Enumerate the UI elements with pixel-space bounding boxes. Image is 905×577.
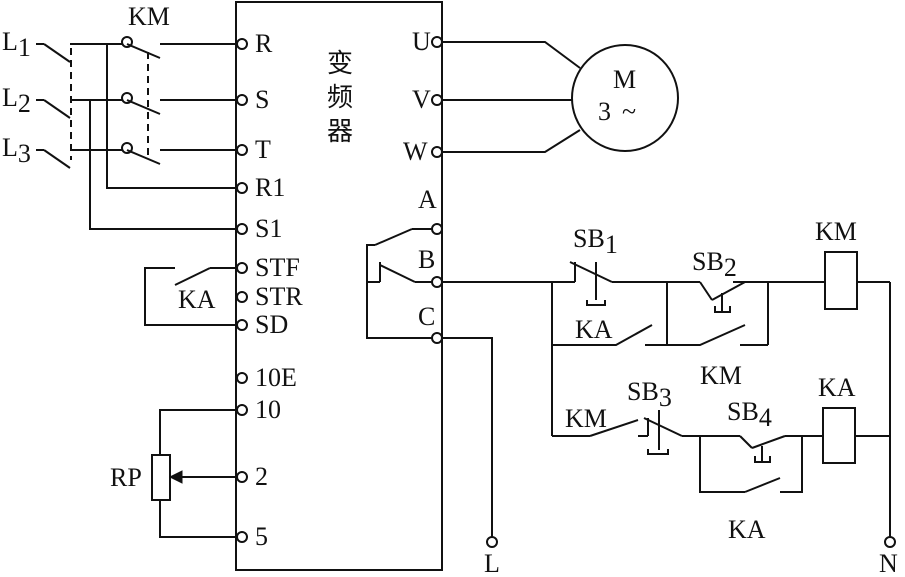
label-KM-mid: KM bbox=[700, 361, 742, 390]
motor-symbol bbox=[571, 44, 679, 152]
label-L1: L1 bbox=[2, 27, 31, 62]
label-STF: STF bbox=[255, 253, 300, 282]
label-R: R bbox=[255, 29, 273, 58]
label-KM-left2: KM bbox=[565, 404, 607, 433]
label-A: A bbox=[418, 185, 437, 214]
motor-label-tilde: ~ bbox=[622, 97, 636, 126]
vfd-title-char-2: 频 bbox=[327, 83, 353, 113]
label-10: 10 bbox=[255, 395, 281, 424]
label-5: 5 bbox=[255, 522, 268, 551]
label-S1: S1 bbox=[255, 214, 282, 243]
wire-to-L bbox=[442, 337, 498, 548]
motor-label-M: M bbox=[613, 65, 636, 94]
label-RP: RP bbox=[110, 463, 142, 492]
label-N-term: N bbox=[879, 549, 898, 577]
label-SB4: SB4 bbox=[727, 397, 772, 432]
label-V: V bbox=[412, 85, 431, 114]
input-phase-lines bbox=[36, 43, 236, 230]
label-KM-coil: KM bbox=[815, 217, 857, 246]
label-L-term: L bbox=[484, 549, 500, 577]
label-KA-bottom: KA bbox=[728, 515, 766, 544]
motor-label-3: 3 bbox=[598, 97, 611, 126]
label-KM-main: KM bbox=[128, 2, 170, 31]
label-T: T bbox=[255, 135, 271, 164]
label-SB1: SB1 bbox=[573, 224, 618, 259]
vfd-title-char-1: 变 bbox=[327, 49, 353, 79]
label-L2: L2 bbox=[2, 83, 31, 118]
rp-potentiometer bbox=[151, 409, 236, 538]
label-SD: SD bbox=[255, 310, 288, 339]
label-W: W bbox=[403, 137, 428, 166]
vfd-title-char-3: 器 bbox=[327, 117, 353, 147]
label-STR: STR bbox=[255, 282, 303, 311]
label-KA-left: KA bbox=[178, 285, 216, 314]
label-SB3: SB3 bbox=[627, 377, 672, 412]
label-SB2: SB2 bbox=[692, 247, 737, 282]
label-S: S bbox=[255, 85, 269, 114]
km-main-contacts bbox=[121, 36, 236, 165]
vfd-left-terminals bbox=[236, 38, 248, 543]
label-B: B bbox=[418, 245, 435, 274]
fault-relay-contacts bbox=[366, 228, 432, 339]
label-10E: 10E bbox=[255, 363, 297, 392]
control-circuit bbox=[442, 251, 896, 548]
label-C: C bbox=[418, 302, 435, 331]
stf-ka-contact bbox=[144, 267, 236, 326]
label-R1: R1 bbox=[255, 173, 285, 202]
motor-wiring bbox=[442, 41, 581, 153]
label-U: U bbox=[412, 27, 431, 56]
label-KA-coil: KA bbox=[818, 373, 856, 402]
label-2: 2 bbox=[255, 462, 268, 491]
vfd-box bbox=[235, 1, 443, 571]
label-L3: L3 bbox=[2, 133, 31, 168]
label-KA-mid: KA bbox=[575, 315, 613, 344]
